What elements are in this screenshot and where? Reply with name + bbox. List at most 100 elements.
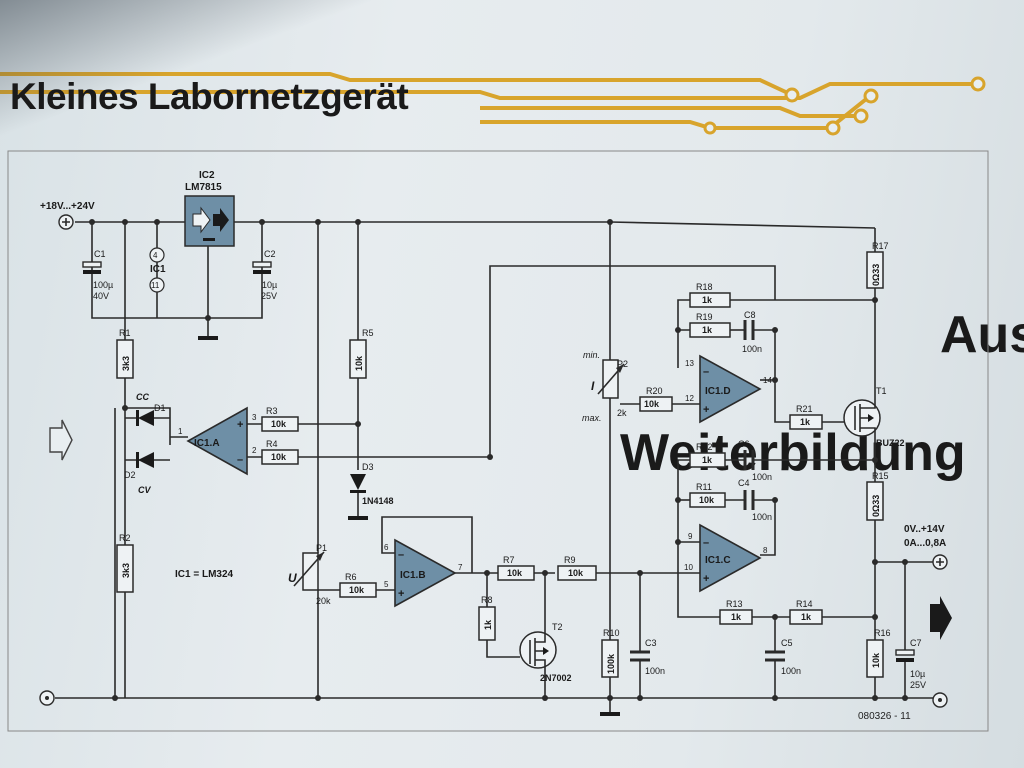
c1-rating: 40V [93,291,109,301]
r7-value: 10k [507,568,523,578]
ic2-label: IC2 [199,170,215,181]
c4-value: 100n [752,512,772,522]
opamp-b-label: IC1.B [400,570,426,581]
r12-ref: R12 [696,442,713,452]
r8-value: 1k [483,619,493,630]
ground-symbol [600,712,620,716]
input-voltage-label: +18V...+24V [40,201,95,212]
ic1-pin11-number: 11 [151,281,160,290]
pin-number: 1 [178,427,183,436]
r11-value: 10k [699,495,715,505]
output-current-label: 0A...0,8A [904,538,946,549]
r10-ref: R10 [603,628,620,638]
opamp-a-plus: + [237,419,243,431]
r12-value: 1k [702,455,713,465]
r6-value: 10k [349,585,365,595]
mosfet-t2 [519,630,557,669]
ic1-note: IC1 = LM324 [175,569,234,580]
r9-value: 10k [568,568,584,578]
p2-ref: P2 [617,359,628,369]
r4-ref: R4 [266,439,278,449]
pin-number: 12 [685,394,694,403]
d2-label: CV [138,485,151,495]
r18-ref: R18 [696,282,713,292]
pin-number: 13 [685,359,694,368]
opamp-c-minus: – [703,537,709,549]
input-terminal-ground [39,690,55,706]
c1-ref: C1 [94,249,106,259]
opamp-c-label: IC1.C [705,555,731,566]
r5-ref: R5 [362,328,374,338]
ground-symbol [198,336,218,340]
r3-ref: R3 [266,406,278,416]
c7-rating: 25V [910,680,926,690]
input-terminal-plus [58,214,74,230]
opamp-d-minus: – [703,366,709,378]
c7-value: 10µ [910,669,925,679]
r11-ref: R11 [696,482,712,492]
pin-number: 14 [763,376,772,385]
c7-ref: C7 [910,638,922,648]
pin-number: 5 [384,580,389,589]
r6-ref: R6 [345,572,357,582]
c5-ref: C5 [781,638,793,648]
voltage-regulator-ic2 [184,195,235,247]
d1-label: CC [136,392,149,402]
c3-ref: C3 [645,638,657,648]
d3-ref: D3 [362,462,374,472]
r14-value: 1k [801,612,812,622]
diode-d3 [350,474,366,493]
r15-value: 0Ω33 [871,495,881,517]
capacitor-c8 [743,320,755,340]
background-print: Weiterbildung [620,424,966,482]
ic1-pin4-number: 4 [153,251,158,260]
r7-ref: R7 [503,555,515,565]
c5-value: 100n [781,666,801,676]
opamp-d-plus: + [703,404,709,416]
r21-value: 1k [800,417,811,427]
pin-number: 3 [252,413,257,422]
capacitor-c3 [630,650,650,662]
r14-ref: R14 [796,599,813,609]
r20-ref: R20 [646,386,663,396]
input-arrow-icon [49,419,73,461]
d1-ref: D1 [154,403,166,413]
opamp-b-minus: – [398,549,404,561]
c4-ref: C4 [738,478,750,488]
capacitor-c5 [765,650,785,662]
p2-max-label: max. [582,413,602,423]
potentiometer-p1 [293,551,325,591]
r10-value: 100k [606,653,616,674]
r3-value: 10k [271,419,287,429]
ic2-part-label: LM7815 [185,182,222,193]
r15-ref: R15 [872,471,889,481]
output-terminal-plus [932,554,948,570]
opamp-b-plus: + [398,588,404,600]
c2-value: 10µ [262,280,277,290]
output-arrow-icon [930,596,952,640]
background-print: Ausbi [940,306,1024,364]
pin-number: 9 [688,532,693,541]
output-voltage-label: 0V..+14V [904,524,945,535]
output-terminal-ground [932,692,948,708]
r19-value: 1k [702,325,713,335]
r20-value: 10k [644,399,660,409]
r19-ref: R19 [696,312,713,322]
p2-value: 2k [617,408,627,418]
r4-value: 10k [271,452,287,462]
pin-number: 10 [684,563,693,572]
d3-part: 1N4148 [362,496,394,506]
c6-value: 100n [752,472,772,482]
r5-value: 10k [354,355,364,371]
c2-rating: 25V [261,291,277,301]
p1-ref: P1 [316,543,327,553]
opamp-a-minus: – [237,454,243,466]
r13-ref: R13 [726,599,743,609]
r1-value: 3k3 [121,356,131,371]
opamp-a-label: IC1.A [194,438,220,449]
r16-ref: R16 [874,628,891,638]
pin-number: 8 [763,546,768,555]
p1-symbol: U [288,571,297,585]
r2-value: 3k3 [121,563,131,578]
p2-symbol: I [591,379,595,393]
